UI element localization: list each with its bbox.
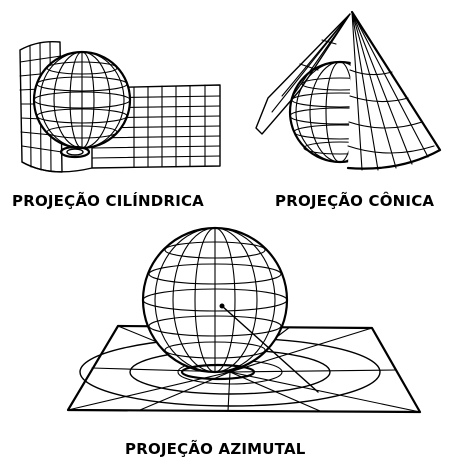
projection-ray — [219, 303, 319, 393]
cone-surface — [346, 10, 442, 171]
caption-conic: PROJEÇÃO CÔNICA — [275, 191, 434, 210]
cylinder-globe — [32, 50, 132, 159]
conic-projection-illustration — [255, 10, 442, 171]
caption-azimuthal: PROJEÇÃO AZIMUTAL — [125, 439, 306, 458]
cone-unrolled-flap — [255, 13, 351, 135]
azimuthal-projection-illustration — [66, 226, 422, 414]
azimuthal-globe — [141, 226, 289, 381]
caption-cylindrical: PROJEÇÃO CILÍNDRICA — [12, 191, 204, 210]
cylindrical-projection-illustration — [19, 40, 221, 173]
